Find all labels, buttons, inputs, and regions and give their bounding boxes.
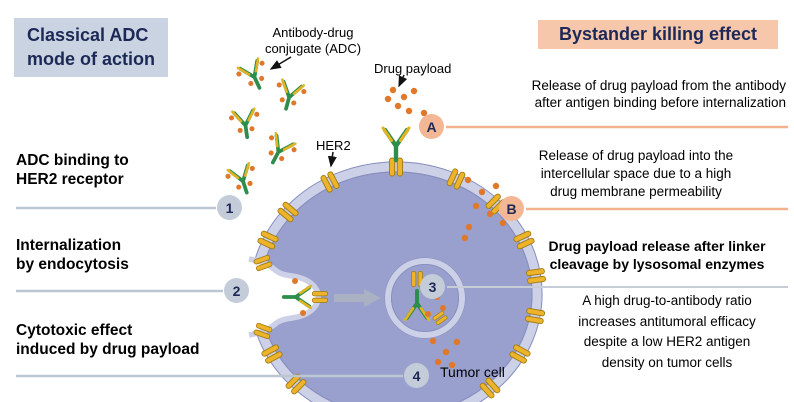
her2-label: HER2 — [316, 138, 351, 153]
step1-line1: ADC binding to — [16, 152, 129, 169]
item-3-line1: Drug payload release after linker — [548, 238, 766, 254]
step1-line2: HER2 receptor — [16, 170, 124, 188]
adc-label-arrow-icon — [269, 56, 292, 70]
adc-in-pocket — [281, 278, 313, 316]
bystander-item-b-text: Release of drug payload into the interce… — [486, 147, 786, 201]
trafficking-arrow-icon — [334, 289, 381, 307]
adc-label-line2: conjugate (ADC) — [264, 41, 362, 57]
left-title-line2: mode of action — [27, 49, 156, 70]
item-b-line3: drug membrane permeability — [550, 183, 722, 199]
her2-label-arrow-icon — [327, 151, 337, 168]
step-marker-3: 3 — [420, 274, 445, 299]
lysosomal-release-text: Drug payload release after linker cleava… — [528, 237, 786, 273]
connector-lines — [16, 125, 788, 378]
payload-label-arrow-icon — [398, 74, 408, 88]
step1-label: ADC binding to HER2 receptor — [16, 152, 129, 190]
step-marker-1: 1 — [217, 195, 242, 220]
right-title: Bystander killing effect — [538, 20, 778, 49]
bystander-marker-b: B — [499, 196, 524, 221]
label-arrows — [269, 56, 408, 168]
ratio-line1: A high drug-to-antibody ratio — [582, 293, 752, 308]
step4-label: Cytotoxic effect induced by drug payload — [16, 322, 199, 360]
item-3-line2: cleavage by lysosomal enzymes — [549, 256, 765, 273]
item-b-line1: Release of drug payload into the — [538, 148, 734, 163]
step-marker-4: 4 — [404, 363, 429, 388]
step4-line2: induced by drug payload — [16, 340, 200, 358]
adc-label-line1: Antibody-drug — [272, 25, 354, 40]
bystander-item-a-text: Release of drug payload from the antibod… — [532, 78, 786, 111]
item-a-line1: Release of drug payload from the antibod… — [531, 78, 786, 93]
ratio-line3: despite a low HER2 antigen — [583, 334, 751, 350]
drug-payload-dots — [384, 86, 507, 369]
step2-line1: Internalization — [16, 237, 122, 254]
item-b-line2: intercellular space due to a high — [540, 165, 732, 181]
ratio-line2: increases antitumoral efficacy — [578, 313, 756, 329]
tumor-cell-label: Tumor cell — [440, 364, 505, 380]
step-marker-2: 2 — [224, 278, 249, 303]
adc-label: Antibody-drug conjugate (ADC) — [252, 25, 374, 58]
bystander-marker-a: A — [419, 114, 444, 139]
drug-antibody-ratio-text: A high drug-to-antibody ratio increases … — [548, 291, 786, 373]
drug-payload-label: Drug payload — [374, 61, 452, 76]
lysosome-vesicle — [384, 257, 466, 339]
left-title: Classical ADC mode of action — [14, 18, 169, 77]
step4-line1: Cytotoxic effect — [16, 322, 133, 339]
ratio-line4: density on tumor cells — [601, 354, 733, 370]
step2-line2: by endocytosis — [16, 255, 129, 273]
item-a-line2: after antigen binding before internaliza… — [534, 94, 786, 110]
left-title-line1: Classical ADC — [27, 25, 149, 45]
step2-label: Internalization by endocytosis — [16, 237, 129, 275]
